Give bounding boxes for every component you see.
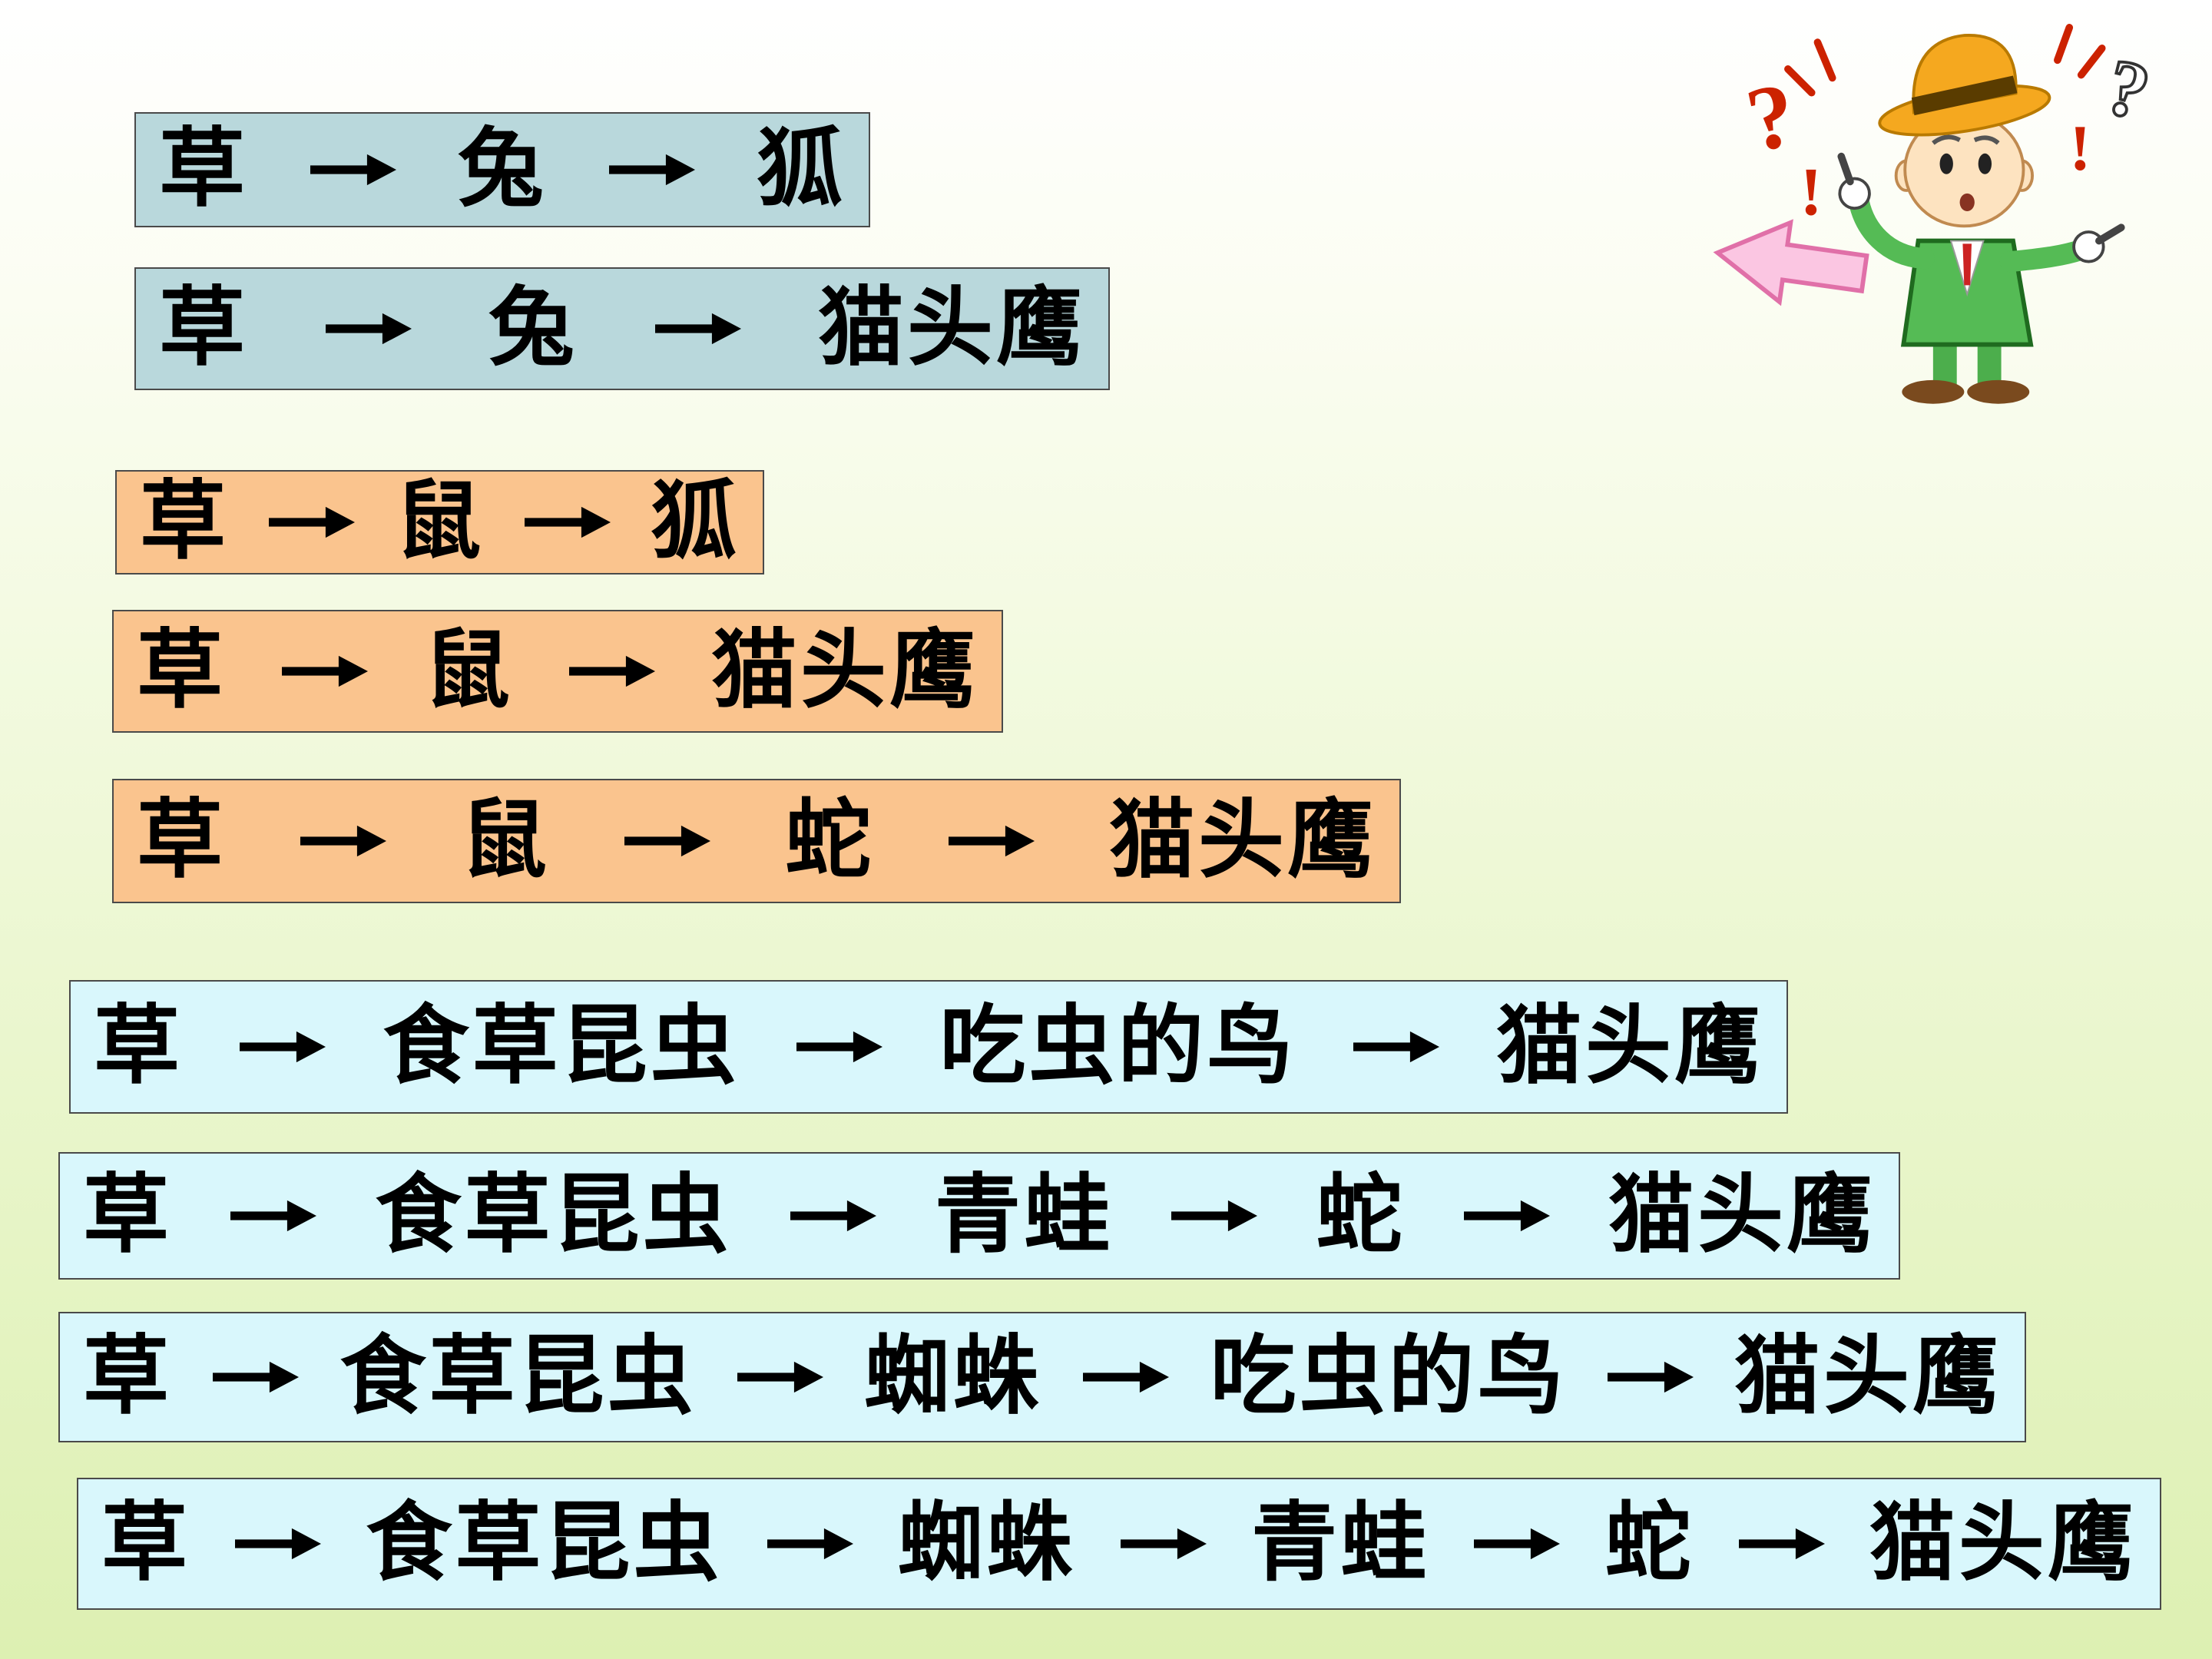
arrow-right-icon: [1607, 1361, 1694, 1393]
cartoon-man-illustration: ? ! ? !: [1713, 24, 2160, 404]
chain-node: 草: [159, 281, 248, 376]
arrow-right-icon: [949, 825, 1035, 857]
question-mark-icon: ?: [2098, 41, 2158, 137]
chain-node: 青蛙: [1251, 1496, 1430, 1591]
eyebrow: [1973, 135, 2000, 145]
exclamation-mark-icon: !: [2069, 112, 2091, 184]
arrow-right-icon: [240, 1031, 326, 1063]
arrow-right-icon: [1463, 1200, 1550, 1232]
chain-node: 鼠: [424, 624, 513, 719]
pointing-finger: [1837, 152, 1854, 186]
food-chain-grass-insect-frog-snake-owl: 草 食草昆虫 青蛙 蛇 猫头鹰: [58, 1152, 1900, 1280]
chain-node: 食草昆虫: [366, 1496, 723, 1591]
food-chain-grass-mouse-snake-owl: 草 鼠 蛇 猫头鹰: [112, 779, 1401, 903]
arrow-right-icon: [325, 313, 412, 345]
chain-node: 猫头鹰: [711, 624, 979, 719]
chain-node: 草: [94, 999, 183, 1094]
chain-node: 吃虫的鸟: [939, 999, 1296, 1094]
chain-node: 青蛙: [935, 1168, 1113, 1263]
hand: [2072, 230, 2105, 263]
arm: [1848, 191, 1935, 270]
chain-node: 草: [137, 624, 226, 719]
arrow-right-icon: [310, 154, 396, 186]
arrow-right-icon: [624, 825, 710, 857]
hat-icon: [1878, 34, 2051, 137]
chain-node: 食草昆虫: [339, 1330, 697, 1425]
arrow-right-icon: [796, 1031, 882, 1063]
arrow-right-icon: [1738, 1528, 1825, 1560]
chain-node: 狐: [651, 475, 740, 570]
arrow-right-icon: [235, 1528, 322, 1560]
arrow-right-icon: [213, 1361, 300, 1393]
arrow-right-icon: [737, 1361, 823, 1393]
chain-node: 狐: [757, 122, 846, 217]
chain-node: 鼠: [461, 793, 550, 889]
arrow-right-icon: [608, 154, 695, 186]
chain-node: 猫头鹰: [1495, 999, 1763, 1094]
chain-node: 猫头鹰: [1734, 1330, 2002, 1425]
arrow-right-icon: [1353, 1031, 1439, 1063]
hand: [1838, 177, 1871, 210]
arrow-right-icon: [230, 1200, 317, 1232]
food-chain-grass-mouse-fox: 草鼠狐: [115, 470, 764, 575]
eyebrow: [1932, 134, 1961, 145]
arrow-right-icon: [569, 655, 655, 687]
chain-node: 草: [83, 1168, 172, 1263]
food-chain-grass-insect-bird-owl: 草 食草昆虫 吃虫的鸟 猫头鹰: [69, 980, 1788, 1114]
pink-arrow-icon: [1713, 219, 1869, 306]
food-chain-grass-insect-spider-frog-snake-owl: 草 食草昆虫 蜘蛛 青蛙 蛇 猫头鹰: [77, 1478, 2161, 1610]
arrow-right-icon: [1171, 1200, 1258, 1232]
mouth: [1959, 193, 1975, 211]
chain-node: 猫头鹰: [1869, 1496, 2137, 1591]
eye: [1939, 153, 1953, 174]
emphasis-strokes-icon: [1784, 24, 2106, 97]
chain-node: 猫头鹰: [818, 281, 1085, 376]
chain-node: 草: [140, 475, 229, 570]
chain-node: 猫头鹰: [1608, 1168, 1876, 1263]
food-chain-grass-rabbit-owl: 草 兔 猫头鹰: [134, 267, 1110, 390]
chain-node: 草: [137, 793, 226, 889]
chain-node: 蛇: [785, 793, 874, 889]
shoe: [1967, 379, 2030, 404]
eye: [1978, 153, 1992, 174]
chain-node: 食草昆虫: [375, 1168, 732, 1263]
chain-node: 猫头鹰: [1109, 793, 1376, 889]
chain-node: 蜘蛛: [897, 1496, 1076, 1591]
chain-node: 草: [101, 1496, 190, 1591]
food-chain-grass-insect-spider-bird-owl: 草 食草昆虫 蜘蛛 吃虫的鸟 猫头鹰: [58, 1312, 2026, 1442]
food-chain-grass-mouse-owl: 草 鼠 猫头鹰: [112, 610, 1003, 733]
chain-node: 兔: [458, 122, 547, 217]
chain-node: 草: [83, 1330, 172, 1425]
chain-node: 蛇: [1604, 1496, 1694, 1591]
arrow-right-icon: [269, 506, 356, 538]
arm: [1999, 239, 2092, 273]
arrow-right-icon: [767, 1528, 853, 1560]
chain-node: 食草昆虫: [382, 999, 740, 1094]
chain-node: 吃虫的鸟: [1210, 1330, 1567, 1425]
arrow-right-icon: [300, 825, 386, 857]
arrow-right-icon: [524, 506, 611, 538]
arrow-right-icon: [1474, 1528, 1561, 1560]
chain-node: 蜘蛛: [864, 1330, 1042, 1425]
arrow-right-icon: [1083, 1361, 1170, 1393]
shoe: [1902, 379, 1965, 404]
arrow-right-icon: [654, 313, 741, 345]
pointing-finger: [2095, 224, 2125, 245]
arrow-right-icon: [282, 655, 368, 687]
arrow-right-icon: [790, 1200, 876, 1232]
food-chain-grass-rabbit-fox: 草兔狐: [134, 112, 870, 227]
chain-node: 鼠: [395, 475, 485, 570]
tie: [1962, 243, 1972, 286]
chain-node: 兔: [488, 281, 578, 376]
arrow-right-icon: [1120, 1528, 1207, 1560]
chain-node: 草: [159, 122, 248, 217]
exclamation-mark-icon: !: [1800, 154, 1823, 230]
chain-node: 蛇: [1316, 1168, 1406, 1263]
